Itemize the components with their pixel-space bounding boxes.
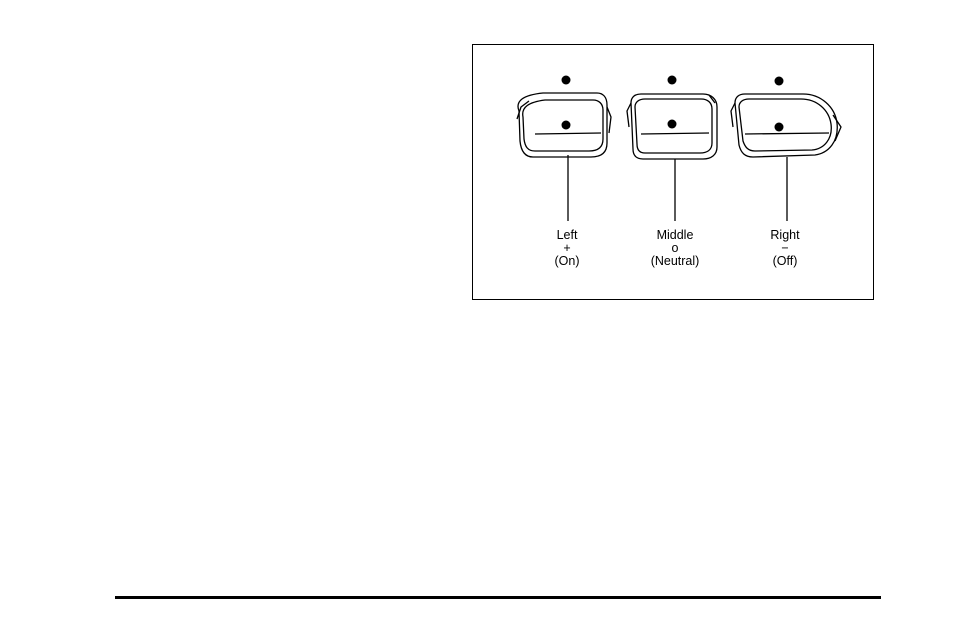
middle-label: Middle o (Neutral) [615,229,735,268]
right-button-shape [731,94,841,157]
footer-rule [115,596,881,599]
middle-button-dot [668,120,677,129]
figure-frame: Left + (On) Middle o (Neutral) Right − (… [472,44,874,300]
middle-state: (Neutral) [615,255,735,268]
right-state: (Off) [725,255,845,268]
right-label: Right − (Off) [725,229,845,268]
right-upper-dot [775,77,784,86]
left-label: Left + (On) [507,229,627,268]
middle-upper-dot [668,76,677,85]
left-state: (On) [507,255,627,268]
right-button-dot [775,123,784,132]
left-button-dot [562,121,571,130]
left-upper-dot [562,76,571,85]
